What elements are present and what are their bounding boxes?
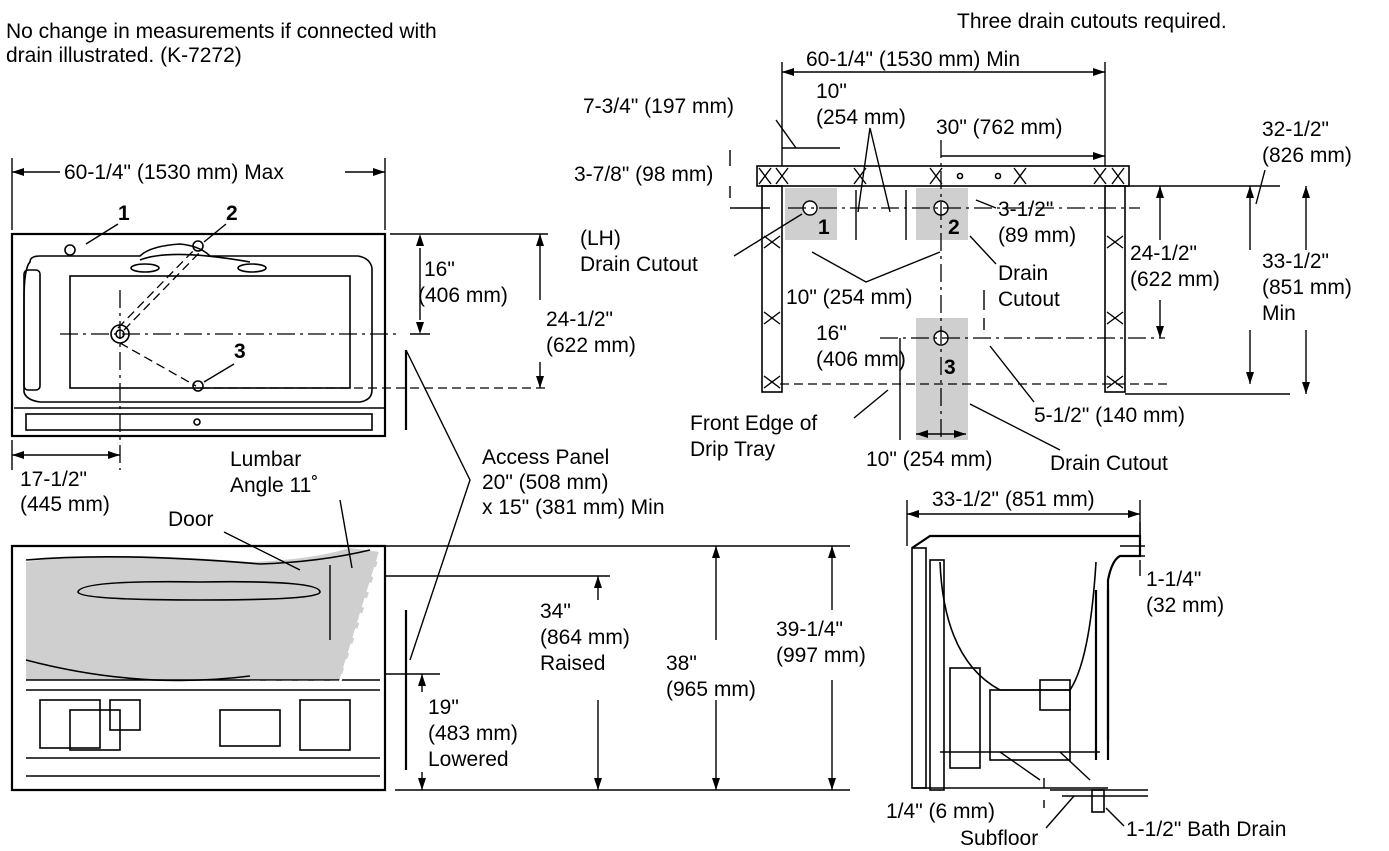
tub-top-outline	[10, 232, 387, 438]
top-view-depth-24-b: (622 mm)	[546, 334, 636, 357]
front-view-raised-a: 34"	[540, 600, 571, 623]
floor-plan-dim-3-1-2-a: 3-1/2"	[998, 198, 1053, 221]
floor-plan-dim-3-7-8: 3-7/8" (98 mm)	[574, 163, 713, 186]
front-view-lowered-c: Lowered	[428, 748, 509, 771]
floor-plan-front-edge-b: Drip Tray	[690, 438, 776, 461]
floor-plan-dim-33-c: Min	[1262, 302, 1296, 325]
floor-plan-dim-10-mid: 10" (254 mm)	[786, 286, 913, 309]
side-view-bath-drain: 1-1/2" Bath Drain	[1126, 818, 1286, 841]
front-view: Lumbar Angle 11˚ Door Access Panel 20" (…	[10, 349, 866, 792]
front-view-h38-b: (965 mm)	[666, 678, 756, 701]
note-top-left-line2: drain illustrated. (K-7272)	[6, 44, 242, 67]
floor-plan-lh-b: Drain Cutout	[580, 253, 698, 276]
top-view: 60-1/4" (1530 mm) Max 1 2 3	[10, 158, 636, 516]
floor-plan-dim-16-a: 16"	[816, 322, 847, 345]
floor-plan-width-min: 60-1/4" (1530 mm) Min	[806, 48, 1020, 71]
front-view-access-c: x 15" (381 mm) Min	[482, 496, 665, 519]
top-view-drain-1: 1	[118, 202, 130, 225]
top-view-depth-16-b: (406 mm)	[418, 284, 508, 307]
front-view-access-a: Access Panel	[482, 446, 609, 469]
floor-plan-drain-cutout-2a: Drain	[998, 262, 1048, 285]
floor-plan-dim-3-1-2-b: (89 mm)	[998, 224, 1076, 247]
top-view-width-label: 60-1/4" (1530 mm) Max	[64, 161, 284, 184]
floor-plan-drain-cutout-2b: Cutout	[998, 288, 1060, 311]
top-view-depth-24-a: 24-1/2"	[546, 308, 613, 331]
floor-plan-lh-a: (LH)	[580, 227, 621, 250]
floor-plan: 1 2 3 60-1/4" (1530	[574, 48, 1352, 475]
top-view-depth-16-a: 16"	[424, 258, 455, 281]
floor-plan-dim-10-b: (254 mm)	[816, 106, 906, 129]
floor-plan-front-edge-a: Front Edge of	[690, 412, 817, 435]
front-view-raised-c: Raised	[540, 652, 605, 675]
top-view-drain-3: 3	[234, 340, 246, 363]
side-view-gap: 1/4" (6 mm)	[886, 800, 995, 823]
floor-plan-dim-10-bot: 10" (254 mm)	[866, 448, 993, 471]
floor-plan-drain-cutout-3: Drain Cutout	[1050, 452, 1168, 475]
front-view-h39-a: 39-1/4"	[776, 618, 843, 641]
front-view-lumbar-b: Angle 11˚	[230, 474, 318, 497]
note-top-left-line1: No change in measurements if connected w…	[6, 20, 437, 43]
floor-plan-dim-10-a: 10"	[816, 80, 847, 103]
floor-plan-dim-24-a: 24-1/2"	[1130, 242, 1197, 265]
floor-plan-dim-33-a: 33-1/2"	[1262, 250, 1329, 273]
side-view-subfloor: Subfloor	[960, 827, 1038, 850]
floor-plan-dim-32-a: 32-1/2"	[1262, 118, 1329, 141]
front-view-lumbar-a: Lumbar	[230, 448, 301, 471]
floor-plan-dim-16-b: (406 mm)	[816, 348, 906, 371]
note-top-right: Three drain cutouts required.	[957, 10, 1227, 33]
front-view-access-b: 20" (508 mm)	[482, 471, 609, 494]
side-view: 33-1/2" (851 mm) 1-1/4" (32 mm) 1/4" (6 …	[886, 488, 1286, 850]
floor-plan-dim-24-b: (622 mm)	[1130, 268, 1220, 291]
top-view-offset-b: (445 mm)	[20, 493, 110, 516]
floor-plan-dim-32-b: (826 mm)	[1262, 144, 1352, 167]
floor-plan-dim-5-1-2: 5-1/2" (140 mm)	[1034, 404, 1185, 427]
front-view-h38-a: 38"	[666, 652, 697, 675]
top-view-drain-2: 2	[226, 202, 238, 225]
side-view-rim-b: (32 mm)	[1146, 594, 1224, 617]
cutout-3-label: 3	[944, 356, 956, 379]
floor-plan-dim-30: 30" (762 mm)	[936, 116, 1063, 139]
front-view-door: Door	[168, 508, 214, 531]
front-view-lowered-a: 19"	[428, 696, 459, 719]
front-view-h39-b: (997 mm)	[776, 644, 866, 667]
side-view-rim-a: 1-1/4"	[1146, 568, 1201, 591]
front-view-lowered-b: (483 mm)	[428, 722, 518, 745]
cutout-2-label: 2	[948, 216, 960, 239]
top-view-offset-a: 17-1/2"	[20, 468, 87, 491]
floor-plan-dim-7-3-4: 7-3/4" (197 mm)	[583, 95, 734, 118]
cutout-1-label: 1	[818, 216, 830, 239]
front-view-raised-b: (864 mm)	[540, 626, 630, 649]
floor-plan-dim-33-b: (851 mm)	[1262, 276, 1352, 299]
side-view-width: 33-1/2" (851 mm)	[932, 488, 1095, 511]
